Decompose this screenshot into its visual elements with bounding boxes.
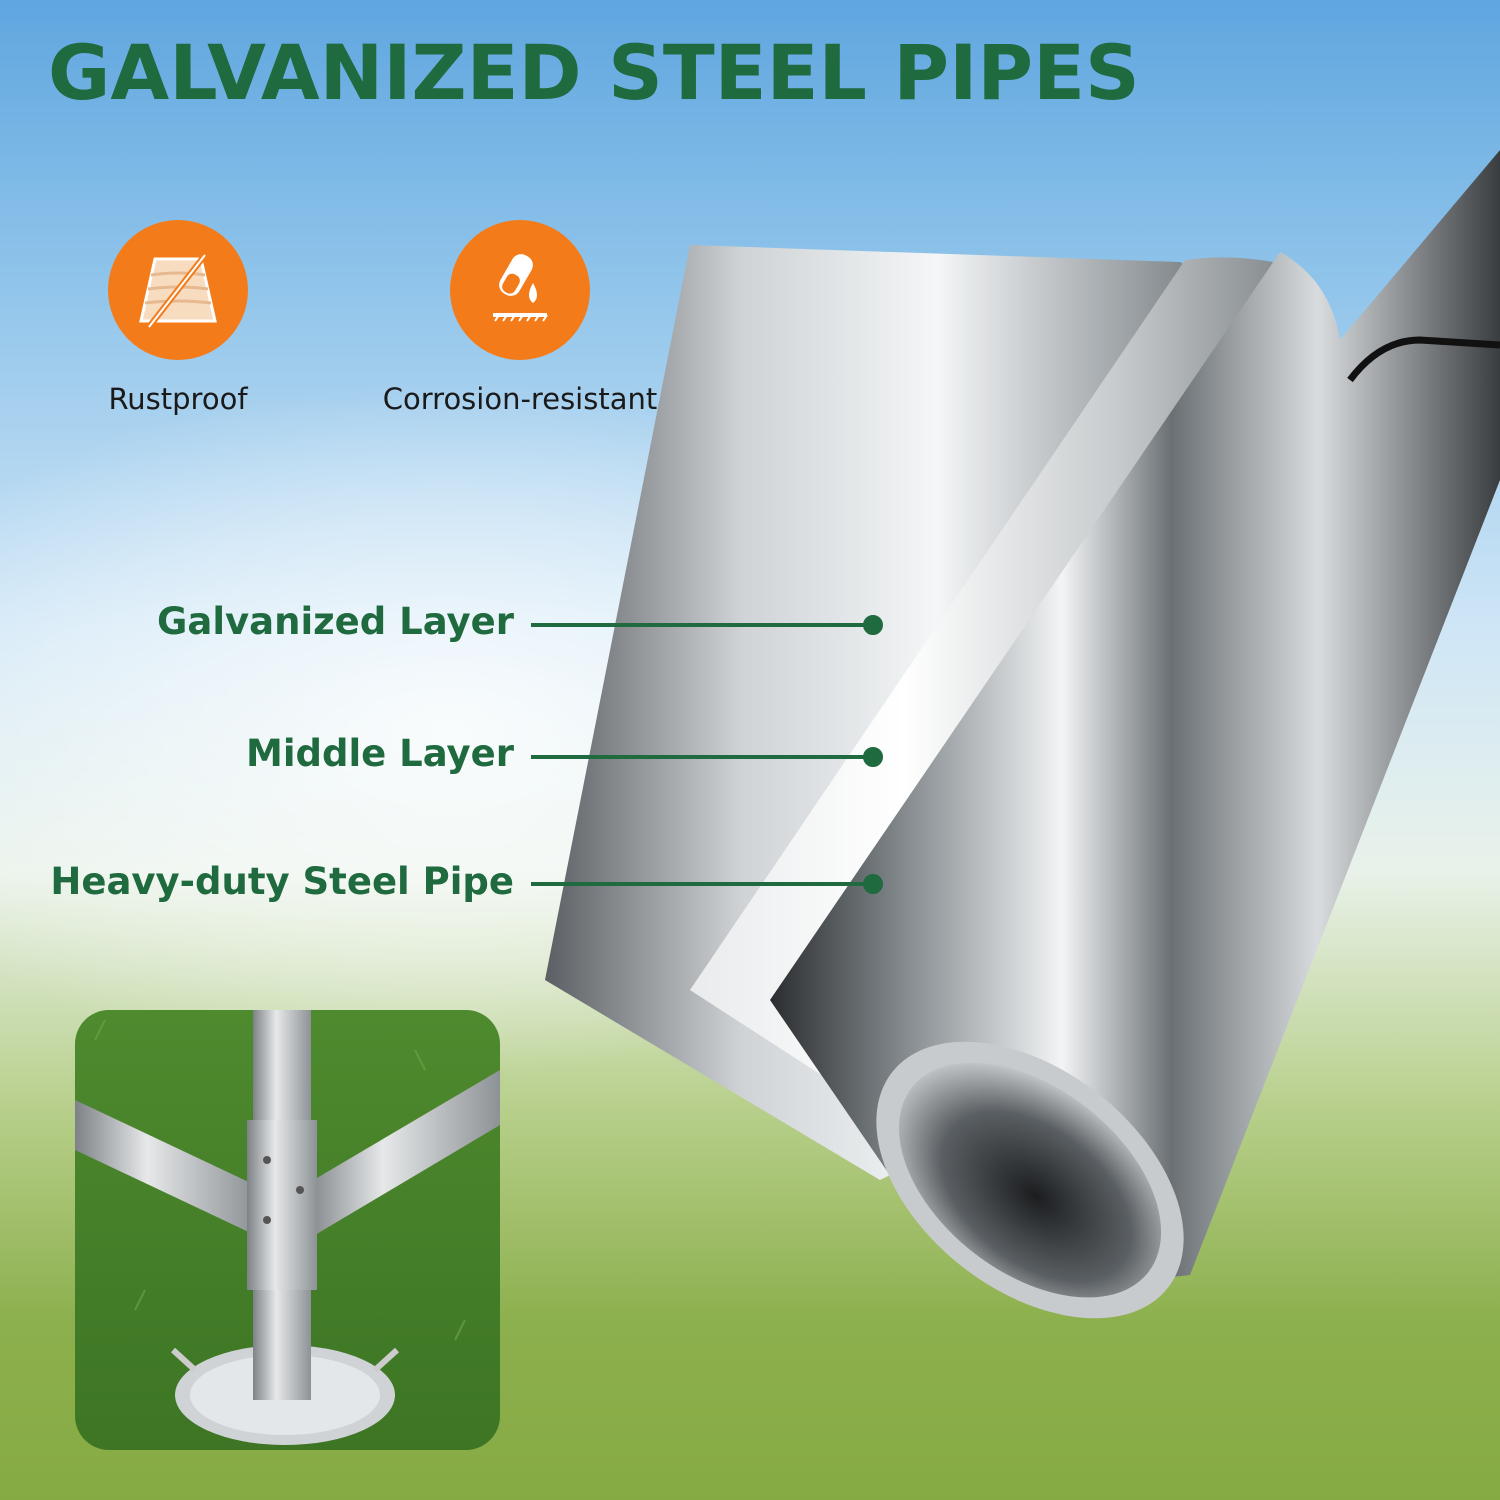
layer-label-middle: Middle Layer (246, 732, 514, 775)
layer-label-steel-pipe: Heavy-duty Steel Pipe (50, 860, 514, 903)
feature-label: Rustproof (108, 382, 248, 416)
feature-rustproof: Rustproof (98, 220, 258, 416)
leader-lines (531, 615, 883, 894)
installation-photo (75, 1010, 500, 1450)
installation-photo-art (75, 1010, 500, 1450)
rustproof-wood-icon (139, 253, 217, 329)
corrosion-drop-icon (493, 254, 548, 322)
page-title: GALVANIZED STEEL PIPES (48, 28, 1140, 117)
steel-pipe-shape (770, 150, 1500, 1277)
rustproof-badge (108, 220, 248, 360)
pipe-cable (1347, 336, 1500, 383)
layer-label-galvanized: Galvanized Layer (157, 600, 514, 643)
corrosion-badge (450, 220, 590, 360)
pipe-end (876, 1041, 1184, 1319)
feature-label: Corrosion-resistant (382, 382, 658, 416)
feature-corrosion-resistant: Corrosion-resistant (360, 220, 680, 416)
